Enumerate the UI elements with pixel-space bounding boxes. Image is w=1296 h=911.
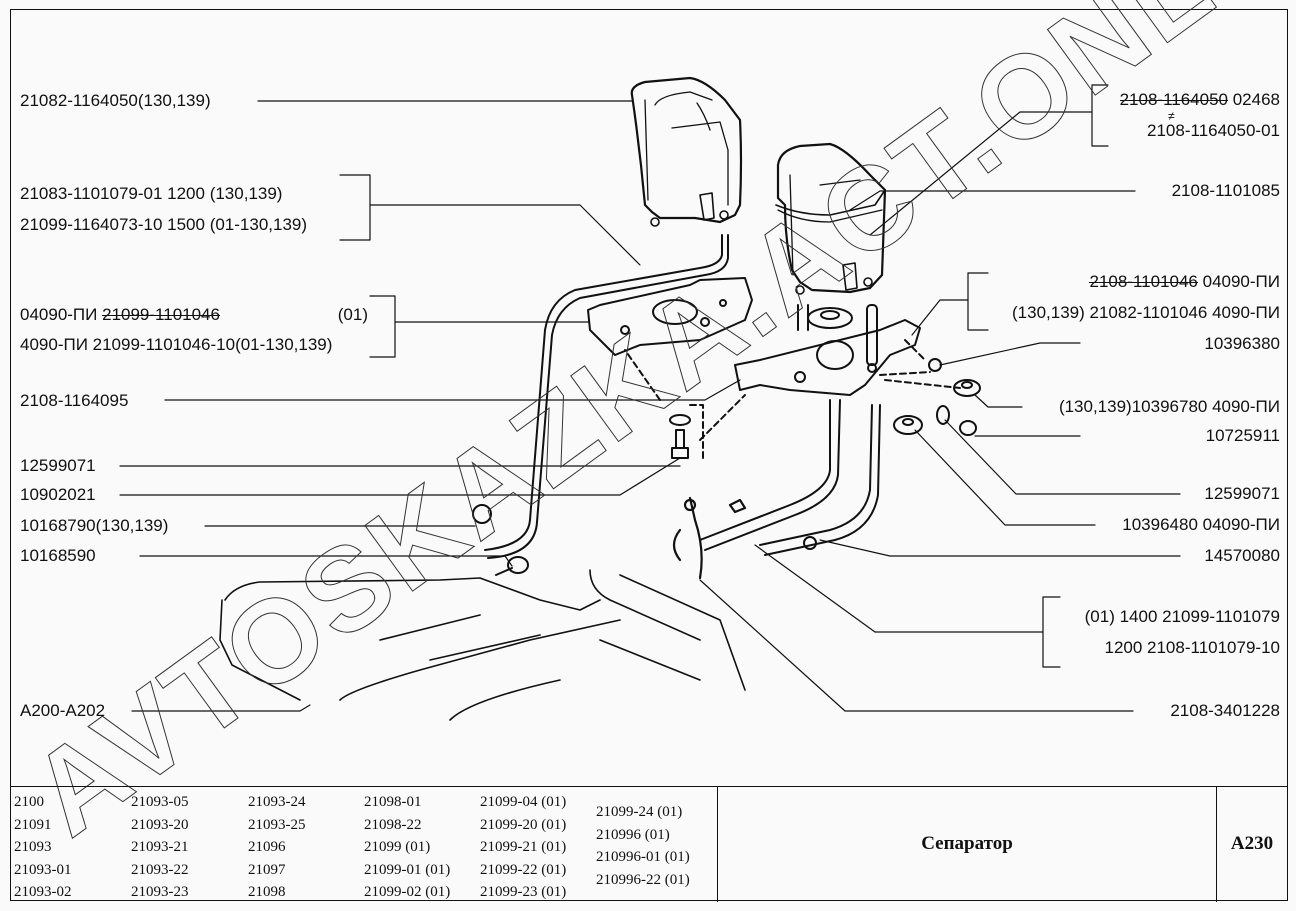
callout-04090-21099-1101046[interactable]: 04090-ПИ 21099-1101046 (01) [20, 305, 368, 325]
callout-a200-a202[interactable]: A200-A202 [20, 701, 106, 720]
model-code: 21093-05 [131, 794, 189, 810]
fuel-tank[interactable] [219, 569, 746, 721]
callout-21099-1101046-10[interactable]: 4090-ПИ 21099-1101046-10(01-130,139) [20, 335, 333, 354]
struck-part-number: 2108-1101046 [1089, 272, 1198, 291]
callout-2108-1164095[interactable]: 2108-1164095 [20, 391, 129, 410]
model-code: 21098-01 [364, 794, 422, 810]
model-code: 210996-22 (01) [596, 871, 690, 888]
callout-10396380[interactable]: 10396380 [1204, 334, 1280, 353]
callout-21082-1164050[interactable]: 21082-1164050(130,139) [20, 91, 211, 110]
callout-21082-1101046[interactable]: (130,139) 21082-1101046 4090-ПИ [1012, 303, 1280, 322]
pipe-2108-1164095[interactable] [699, 399, 881, 556]
model-code: 21093-01 [14, 861, 72, 878]
bolt-12599071[interactable] [624, 349, 746, 461]
callout-12599071-right[interactable]: 12599071 [1204, 484, 1280, 503]
title-block-divider [1216, 787, 1217, 902]
model-code: 21096 [248, 839, 286, 855]
model-code: 21091 [14, 816, 52, 833]
clamp-2108-3401228[interactable] [672, 496, 747, 580]
callout-prefix: 04090-ПИ [20, 305, 103, 324]
document-title: Сепаратор [921, 833, 1013, 854]
callout-10168590[interactable]: 10168590 [20, 546, 96, 565]
callout-suffix: 02468 [1228, 90, 1280, 109]
model-code: 21093-23 [131, 884, 189, 900]
struck-part-number: 21099-1101046 [102, 305, 220, 324]
callout-10396780[interactable]: (130,139)10396780 4090-ПИ [1058, 397, 1280, 416]
not-equal-mark: ≠ [1168, 109, 1175, 123]
model-code: 2100 [14, 794, 44, 810]
drawing-frame [10, 9, 1288, 901]
callout-2108-1164050-02468[interactable]: 2108-1164050 02468 [1120, 90, 1280, 110]
callout-2108-3401228[interactable]: 2108-3401228 [1170, 701, 1280, 720]
callout-braces [339, 84, 1109, 668]
model-code: 21099-24 (01) [596, 804, 683, 820]
model-code: 21093-22 [131, 861, 189, 878]
model-code: 21099-21 (01) [480, 839, 567, 855]
grommet-2108-1101085[interactable] [797, 304, 853, 331]
model-code: 21099-22 (01) [480, 861, 567, 878]
clips[interactable] [472, 504, 817, 576]
separator-left[interactable] [630, 76, 743, 227]
document-code: A230 [1230, 833, 1274, 854]
callout-10902021[interactable]: 10902021 [20, 485, 96, 504]
title-block: 2100 21091 21093 21093-01 21093-02 21093… [10, 786, 1288, 904]
applicability-col-4: 21098-01 21098-22 21099 (01) 21099-01 (0… [364, 791, 450, 904]
model-code: 21099 (01) [364, 839, 431, 855]
model-code: 21097 [248, 861, 286, 878]
callout-21083-1101079-01[interactable]: 21083-1101079-01 1200 (130,139) [20, 184, 283, 203]
leader-lines-right [699, 111, 1181, 712]
callout-21099-1164073-10[interactable]: 21099-1164073-10 1500 (01-130,139) [20, 215, 308, 234]
model-code: 21099-23 (01) [480, 884, 567, 900]
model-code: 21099-04 (01) [480, 794, 567, 810]
struck-part-number: 2108-1164050 [1119, 90, 1228, 109]
callout-2108-1101085[interactable]: 2108-1101085 [1171, 181, 1280, 200]
callout-2108-1101079-10[interactable]: 1200 2108-1101079-10 [1104, 638, 1280, 657]
applicability-col-1: 2100 21091 21093 21093-01 21093-02 [14, 791, 72, 904]
callout-10396480[interactable]: 10396480 04090-ПИ [1122, 515, 1280, 534]
callout-2108-1101046-04090[interactable]: 2108-1101046 04090-ПИ [1089, 272, 1280, 292]
title-block-divider [717, 787, 718, 902]
model-code: 21093-02 [14, 884, 72, 900]
model-code: 21098 [248, 884, 286, 900]
callout-2108-1164050-01[interactable]: 2108-1164050-01 [1147, 121, 1280, 140]
leader-lines-left [119, 100, 741, 712]
callout-21099-1101079[interactable]: (01) 1400 21099-1101079 [1084, 607, 1280, 626]
callout-12599071-left[interactable]: 12599071 [20, 456, 96, 475]
model-code: 21093-25 [248, 816, 306, 833]
model-code: 21093 [14, 839, 52, 855]
callout-14570080[interactable]: 14570080 [1204, 546, 1280, 565]
fasteners-right[interactable] [879, 339, 981, 436]
separator-right[interactable] [775, 142, 887, 295]
model-code: 21093-20 [131, 816, 189, 833]
model-code: 21099-02 (01) [364, 884, 451, 900]
model-code: 21099-01 (01) [364, 861, 451, 878]
model-code: 21098-22 [364, 816, 422, 833]
callout-suffix: (01) [337, 305, 368, 324]
model-code: 210996 (01) [596, 826, 670, 843]
callout-suffix: 04090-ПИ [1197, 272, 1280, 291]
bracket-2108-1101046[interactable] [734, 304, 921, 396]
bracket-21099-1101046[interactable] [587, 277, 753, 356]
model-code: 21093-24 [248, 794, 306, 810]
callout-10168790[interactable]: 10168790(130,139) [20, 516, 169, 535]
applicability-col-5: 21099-04 (01) 21099-20 (01) 21099-21 (01… [480, 791, 566, 904]
applicability-col-3: 21093-24 21093-25 21096 21097 21098 [248, 791, 306, 904]
model-code: 21099-20 (01) [480, 816, 567, 833]
applicability-col-6: 21099-24 (01) 210996 (01) 210996-01 (01)… [596, 801, 690, 891]
callout-10725911[interactable]: 10725911 [1205, 426, 1280, 445]
applicability-col-2: 21093-05 21093-20 21093-21 21093-22 2109… [131, 791, 189, 904]
model-code: 21093-21 [131, 839, 189, 855]
hose-21083-1101079[interactable] [484, 234, 729, 559]
model-code: 210996-01 (01) [596, 849, 690, 865]
